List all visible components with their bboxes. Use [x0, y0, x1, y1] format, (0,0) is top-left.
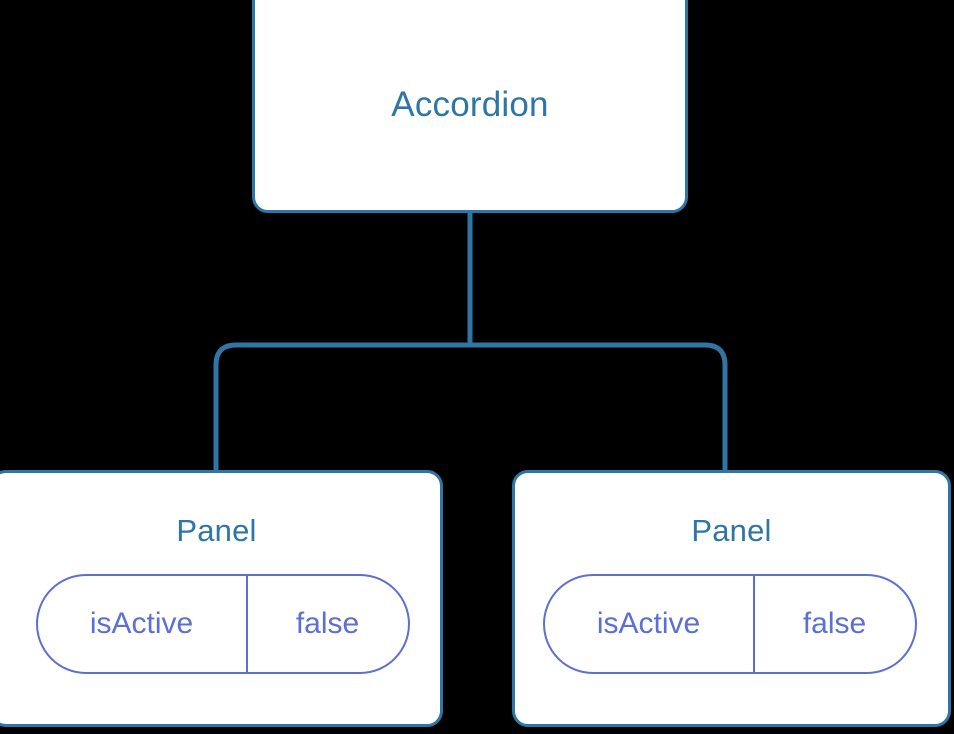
state-key-cell-panel-1: isActive [38, 576, 248, 672]
node-panel-1[interactable]: Panel isActive false [0, 470, 443, 727]
state-value-panel-2: false [802, 607, 867, 640]
node-accordion-title: Accordion [391, 85, 549, 124]
state-key-cell-panel-2: isActive [545, 576, 755, 672]
node-panel-1-title: Panel [176, 513, 257, 548]
state-pill-panel-1[interactable]: isActive false [35, 574, 410, 674]
state-value-panel-1: false [295, 607, 360, 640]
node-panel-2-title: Panel [691, 513, 772, 548]
node-panel-2[interactable]: Panel isActive false [512, 470, 951, 727]
edge-branch-bar [213, 342, 728, 472]
state-pill-panel-2[interactable]: isActive false [542, 574, 917, 674]
state-value-cell-panel-1: false [248, 576, 408, 672]
state-value-cell-panel-2: false [755, 576, 915, 672]
state-key-panel-1: isActive [89, 607, 194, 640]
state-key-panel-2: isActive [596, 607, 701, 640]
node-accordion[interactable]: Accordion [252, 0, 688, 213]
